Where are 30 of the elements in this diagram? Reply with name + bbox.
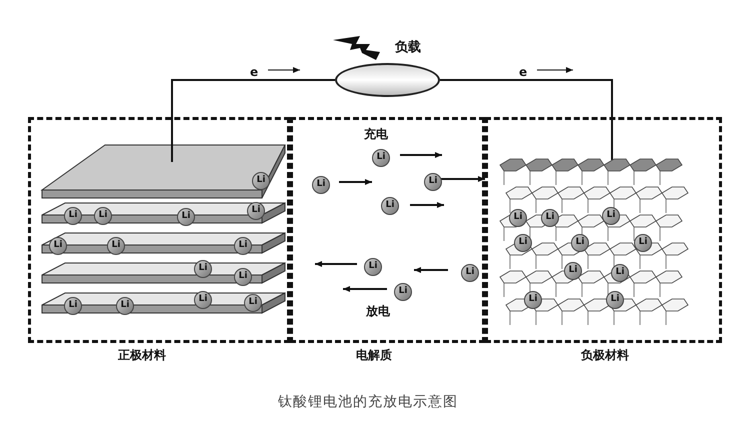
region-heading: 电解质 bbox=[356, 347, 392, 364]
lithium-ion: Li bbox=[602, 207, 620, 225]
lithium-ion: Li bbox=[381, 197, 399, 215]
lithium-ion: Li bbox=[606, 291, 624, 309]
lithium-ion: Li bbox=[372, 149, 390, 167]
lithium-ion: Li bbox=[49, 237, 67, 255]
lithium-ion: Li bbox=[524, 291, 542, 309]
lithium-ion: Li bbox=[461, 264, 479, 282]
lithium-ion: Li bbox=[514, 234, 532, 252]
lithium-ion: Li bbox=[364, 258, 382, 276]
region-heading: 负极材料 bbox=[581, 347, 629, 364]
lithium-ion: Li bbox=[394, 283, 412, 301]
electron-label: e bbox=[250, 64, 258, 81]
load-label: 负载 bbox=[395, 39, 421, 57]
electron-label: e bbox=[519, 64, 528, 81]
lithium-ion: Li bbox=[634, 234, 652, 252]
lithium-ion: Li bbox=[541, 209, 559, 227]
region-heading: 正极材料 bbox=[118, 347, 166, 364]
process-label: 充电 bbox=[364, 126, 388, 143]
process-label: 放电 bbox=[366, 303, 390, 320]
lithium-ion: Li bbox=[611, 264, 629, 282]
wire bbox=[440, 79, 613, 117]
wire bbox=[171, 79, 335, 117]
lithium-ion: Li bbox=[312, 176, 330, 194]
lithium-ion: Li bbox=[571, 234, 589, 252]
lithium-ion: Li bbox=[194, 260, 212, 278]
lithium-ion: Li bbox=[424, 173, 442, 191]
lithium-ion: Li bbox=[509, 209, 527, 227]
lithium-ion: Li bbox=[564, 262, 582, 280]
caption: 钛酸锂电池的充放电示意图 bbox=[278, 393, 458, 412]
